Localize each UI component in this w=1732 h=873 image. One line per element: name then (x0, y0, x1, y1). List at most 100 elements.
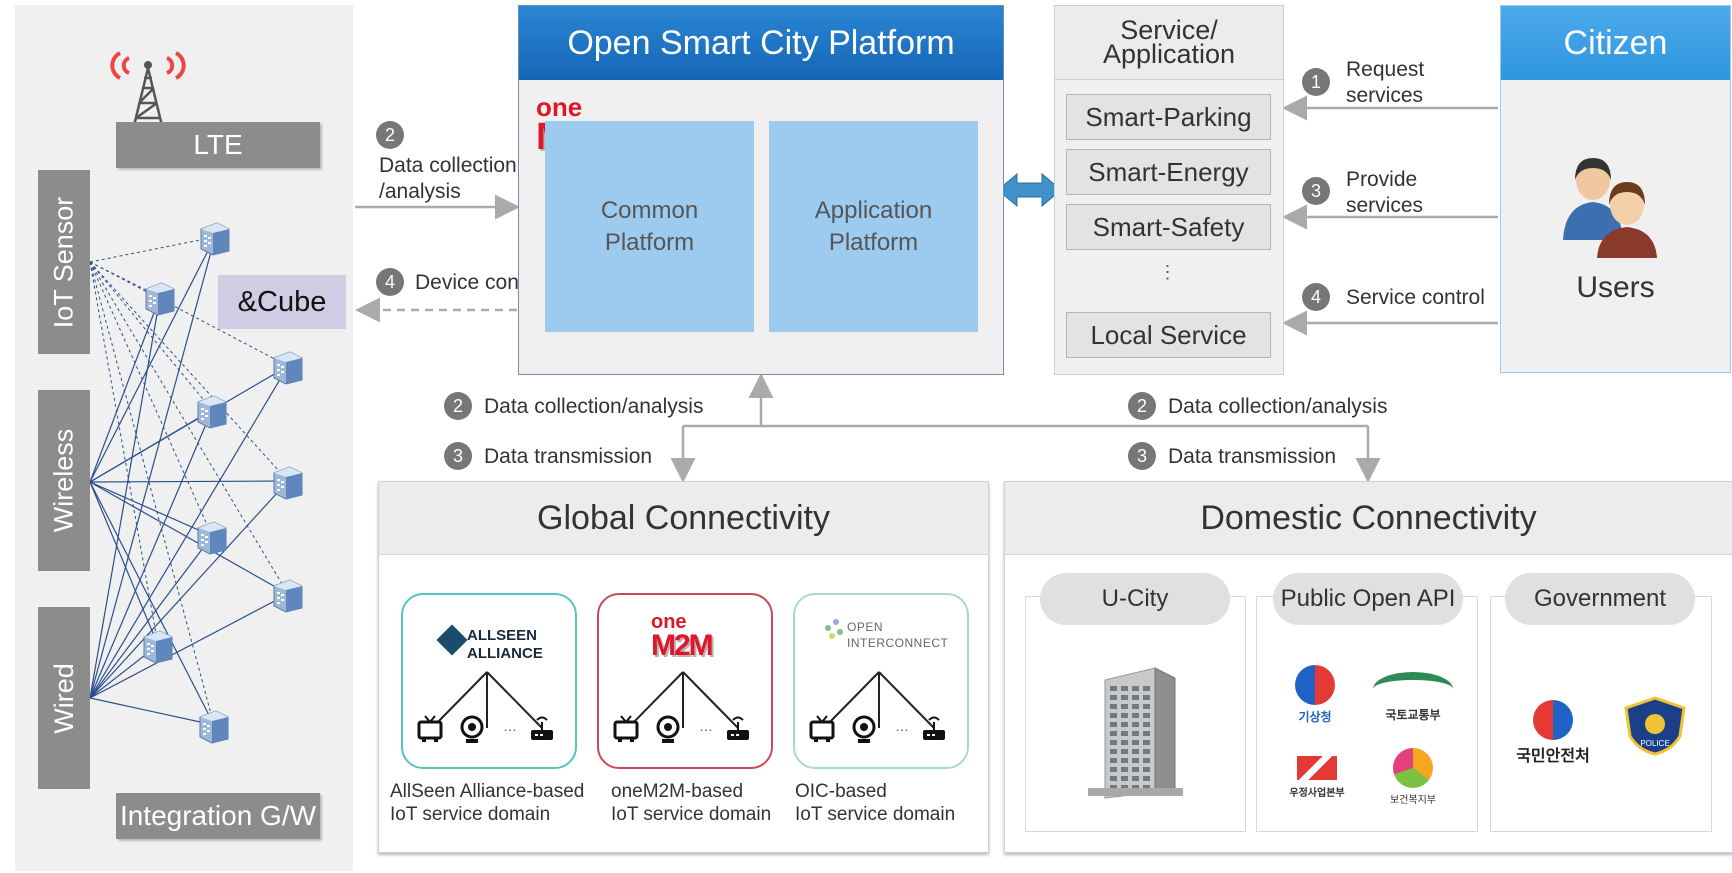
request-label-2: services (1346, 84, 1424, 107)
koreapost-logo-label: 우정사업본부 (1289, 788, 1345, 799)
domestic-connectivity-title: Domestic Connectivity (1005, 482, 1732, 555)
lte-bar: LTE (116, 122, 320, 168)
kma-logo: 기상청 (1290, 665, 1340, 725)
webcam-icon (850, 714, 878, 744)
oic-logo-line-1: OPEN (847, 620, 884, 634)
building-icon (1080, 660, 1190, 800)
kma-logo-icon (1295, 665, 1335, 705)
citizen-title: Citizen (1501, 6, 1730, 80)
onem2m-card-logo-one: one (651, 611, 687, 633)
oic-logo-icon (825, 625, 831, 631)
service-title-line-1: Service/ (1120, 15, 1218, 45)
step-badge: 3 (1128, 442, 1156, 470)
service-control-label: Service control (1346, 286, 1485, 309)
step-badge: 2 (376, 121, 404, 149)
allseen-logo-text: ALLSEEN ALLIANCE (467, 627, 543, 663)
domestic-data-transmission-label: Data transmission (1168, 445, 1337, 468)
tv-icon (416, 714, 444, 744)
koreapost-logo-icon (1297, 756, 1337, 780)
kma-logo-label: 기상청 (1298, 710, 1332, 724)
public-open-api-pill: Public Open API (1273, 573, 1463, 625)
allseen-logo-line-2: ALLIANCE (467, 645, 543, 662)
step-badge: 4 (376, 268, 404, 296)
server-node-icon (194, 705, 234, 745)
service-more-ellipsis: ⋮ (1158, 262, 1177, 282)
server-node-icon (192, 516, 232, 556)
onem2m-logo-one: one (536, 92, 583, 122)
request-label-1: Request (1346, 58, 1425, 81)
provide-label-1: Provide (1346, 168, 1418, 191)
step-badge: 2 (1128, 392, 1156, 420)
data-collection-label-2: /analysis (379, 180, 461, 203)
server-node-icon (192, 390, 232, 430)
allseen-logo-icon (436, 624, 468, 656)
andcube-label: &Cube (237, 286, 327, 318)
government-pill: Government (1505, 573, 1695, 625)
mohw-logo: 보건복지부 (1385, 748, 1441, 808)
service-title-line-2: Application (1102, 39, 1236, 69)
users-icon (1555, 150, 1675, 260)
allseen-logo-line-1: ALLSEEN (467, 627, 538, 644)
onem2m-card-logo-m2m: M2M (651, 629, 714, 662)
police-label: POLICE (1640, 739, 1669, 748)
users-label: Users (1576, 271, 1655, 304)
wireless-bar: Wireless (38, 390, 90, 571)
integration-gw-bar: Integration G/W (116, 793, 320, 839)
server-node-icon (268, 574, 308, 614)
service-item-smart-parking[interactable]: Smart-Parking (1066, 94, 1271, 140)
app-platform-label-1: Application (814, 196, 933, 224)
onem2m-caption-1: oneM2M-based (611, 781, 744, 802)
global-connectivity-title: Global Connectivity (379, 482, 988, 555)
allseen-caption-1: AllSeen Alliance-based (390, 781, 585, 802)
mpss-logo-label: 국민안전처 (1516, 748, 1590, 765)
server-node-icon (268, 346, 308, 386)
oic-logo-text: OPEN INTERCONNECT (847, 619, 948, 651)
server-node-icon (138, 625, 178, 665)
mpss-logo: 국민안전처 (1508, 700, 1598, 766)
molit-logo-label: 국토교통부 (1385, 708, 1441, 722)
common-platform-label-1: Common (600, 196, 699, 224)
platform-title: Open Smart City Platform (519, 6, 1003, 80)
data-collection-label-1: Data collection (379, 154, 517, 177)
server-node-icon (140, 277, 180, 317)
lte-tower-icon (98, 38, 198, 138)
public-open-api-box (1256, 596, 1478, 832)
more-devices-ellipsis: … (503, 718, 517, 734)
common-platform-label-2: Platform (604, 228, 695, 256)
mpss-logo-icon (1533, 700, 1573, 740)
onem2m-caption-2: IoT service domain (611, 804, 772, 825)
more-devices-ellipsis: … (699, 718, 713, 734)
lte-label: LTE (193, 129, 243, 160)
bidirectional-arrow-icon (997, 172, 1062, 208)
andcube-box: &Cube (218, 275, 346, 329)
wired-bar: Wired (38, 607, 90, 789)
molit-logo: 국토교통부 (1368, 672, 1458, 722)
domestic-data-collection-label: Data collection/analysis (1168, 395, 1388, 418)
webcam-icon (458, 714, 486, 744)
service-item-smart-safety[interactable]: Smart-Safety (1066, 204, 1271, 250)
mohw-logo-icon (1393, 748, 1433, 788)
molit-logo-icon (1373, 672, 1453, 706)
tv-icon (808, 714, 836, 744)
tv-icon (612, 714, 640, 744)
service-item-local-service[interactable]: Local Service (1066, 312, 1271, 358)
router-icon (528, 714, 556, 744)
step-badge: 1 (1302, 68, 1330, 96)
step-badge: 4 (1302, 283, 1330, 311)
app-platform-label-2: Platform (828, 228, 919, 256)
integration-gw-label: Integration G/W (119, 800, 317, 831)
step-badge: 2 (444, 392, 472, 420)
global-data-collection-label: Data collection/analysis (484, 395, 704, 418)
step-badge: 3 (1302, 177, 1330, 205)
oic-logo-line-2: INTERCONNECT (847, 636, 949, 650)
device-control-label: Device control (415, 271, 549, 294)
mohw-logo-label: 보건복지부 (1390, 795, 1436, 806)
allseen-caption-2: IoT service domain (390, 804, 551, 825)
service-item-smart-energy[interactable]: Smart-Energy (1066, 149, 1271, 195)
server-node-icon (195, 217, 235, 257)
webcam-icon (654, 714, 682, 744)
